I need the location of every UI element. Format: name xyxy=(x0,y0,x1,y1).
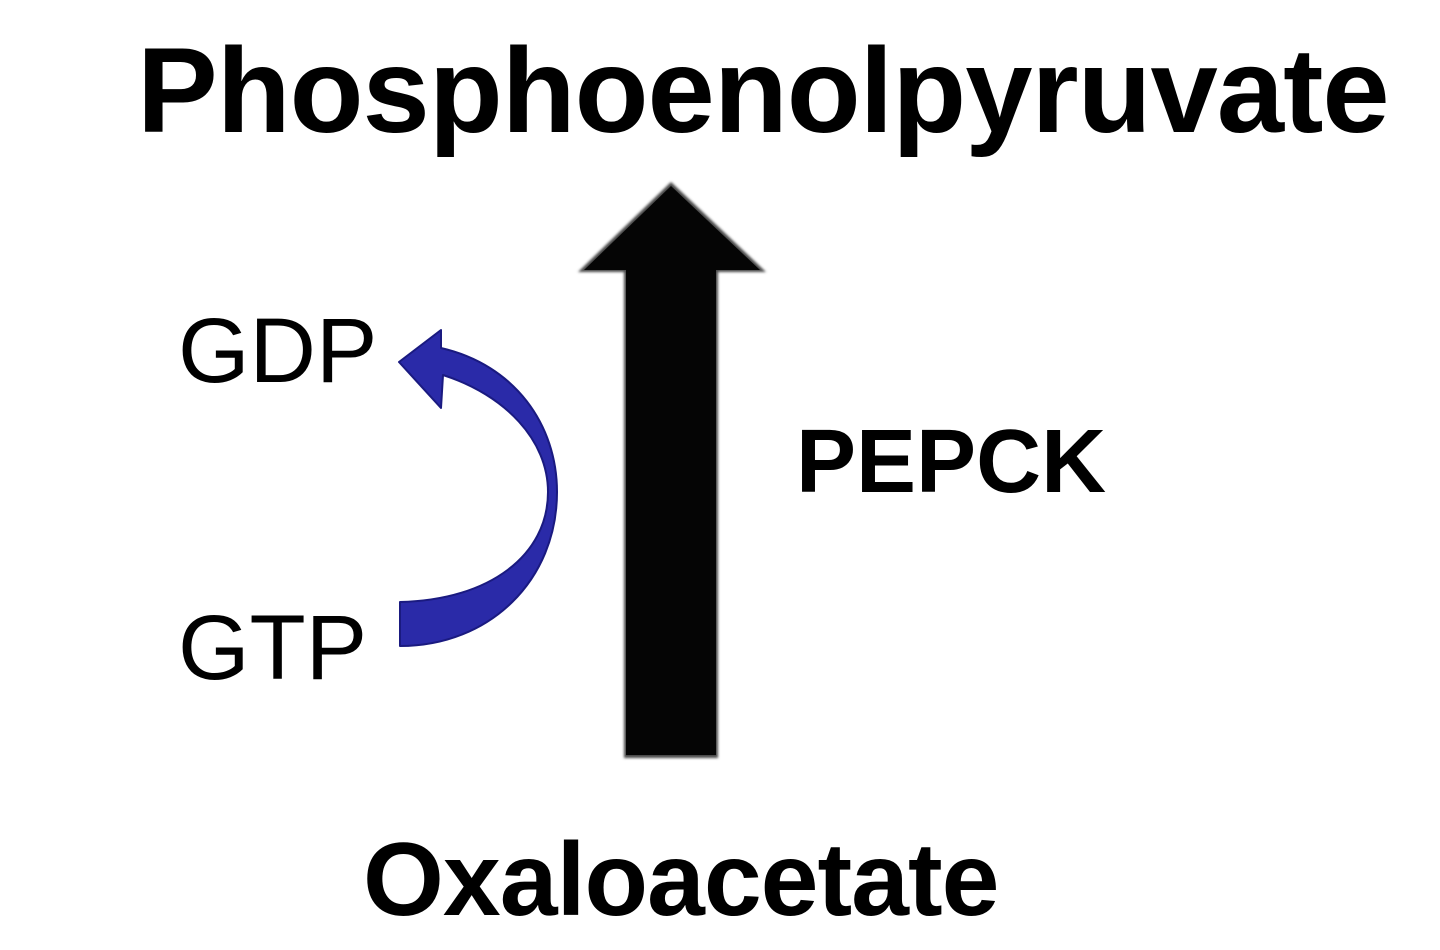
substrate-label: Oxaloacetate xyxy=(363,822,999,938)
cofactor-in-label: GTP xyxy=(178,597,368,699)
reaction-arrow-icon xyxy=(578,182,766,758)
cofactor-curved-arrow-icon xyxy=(398,329,558,647)
enzyme-label: PEPCK xyxy=(796,412,1107,512)
cofactor-out-label: GDP xyxy=(178,300,378,402)
product-label: Phosphoenolpyruvate xyxy=(137,22,1390,158)
